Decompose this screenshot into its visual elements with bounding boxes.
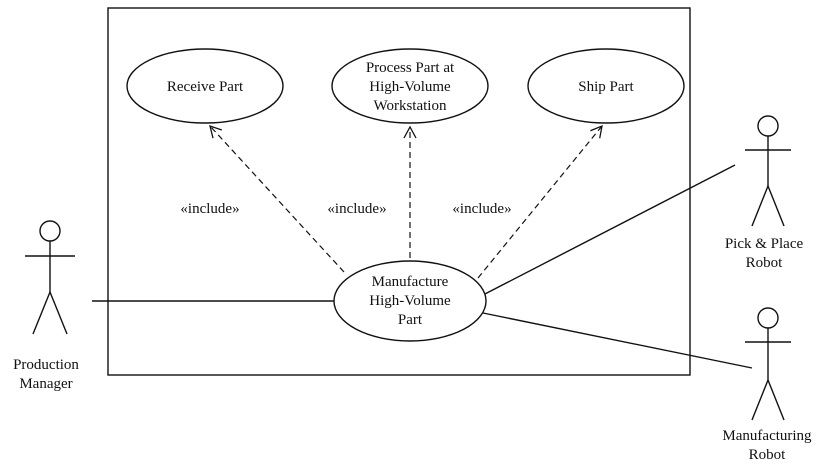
stick-figure-icon [745,307,791,421]
use-case-process-part-line-3: Workstation [374,98,447,114]
actor-production-manager-label-line-2: Manager [19,376,72,392]
actor-production-manager-label-line-1: Production [13,357,79,373]
use-case-receive-part-label: Receive Part [167,79,244,95]
association-manufacturing-robot [482,312,753,369]
system-boundary [107,7,691,376]
stick-figure-icon [745,115,791,227]
use-case-process-part[interactable]: Process Part at High-Volume Workstation [331,48,489,124]
actor-manufacturing-robot[interactable]: Manufacturing Robot [722,307,812,463]
include-arrow-receive-part [209,124,345,273]
actor-pick-place-robot[interactable]: Pick & Place Robot [725,115,804,271]
include-arrow-ship-part [477,124,603,279]
use-case-ship-part[interactable]: Ship Part [527,48,685,124]
use-case-process-part-line-2: High-Volume [369,79,451,95]
stick-figure-icon [25,220,75,335]
association-pick-place-robot [482,164,736,296]
actor-manufacturing-robot-label-line-2: Robot [749,447,787,463]
use-case-manufacture-part-line-2: High-Volume [369,293,451,309]
use-case-manufacture-part[interactable]: Manufacture High-Volume Part [333,260,487,342]
actor-manufacturing-robot-label-line-1: Manufacturing [722,428,812,444]
actor-pick-place-robot-label-line-1: Pick & Place [725,236,804,252]
use-case-manufacture-part-line-3: Part [398,312,423,328]
use-case-ship-part-label: Ship Part [578,79,634,95]
include-label-right: «include» [452,201,511,217]
actor-pick-place-robot-label-line-2: Robot [746,255,784,271]
use-case-manufacture-part-line-1: Manufacture [372,274,449,290]
use-case-process-part-line-1: Process Part at [366,60,455,76]
include-label-center: «include» [327,201,386,217]
include-label-left: «include» [180,201,239,217]
use-case-receive-part[interactable]: Receive Part [126,48,284,124]
actor-production-manager[interactable]: Production Manager [13,220,79,392]
